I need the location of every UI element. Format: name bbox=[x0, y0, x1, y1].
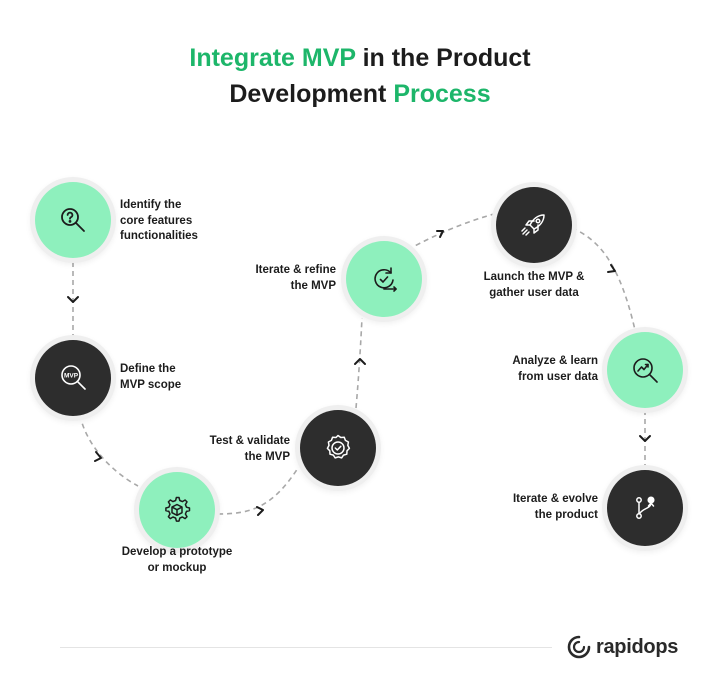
arrow-diag-down bbox=[607, 264, 616, 273]
step-evolve-node bbox=[607, 470, 683, 546]
mvp-magnifier-icon: MVP bbox=[61, 365, 86, 390]
connector-define-prototype bbox=[79, 414, 139, 487]
arrow-down-2 bbox=[639, 435, 651, 442]
step-test-node bbox=[300, 410, 376, 486]
step-prototype-node bbox=[139, 472, 215, 548]
step-launch-node bbox=[496, 187, 572, 263]
git-branch-icon bbox=[636, 496, 655, 519]
step-iterate-refine-node bbox=[346, 241, 422, 317]
connector-refine-launch bbox=[399, 213, 495, 255]
rocket-icon bbox=[521, 214, 545, 236]
check-badge-icon bbox=[326, 434, 351, 459]
gear-cube-icon bbox=[165, 496, 191, 522]
arrow-up-right bbox=[436, 230, 444, 238]
arrow-right bbox=[256, 506, 264, 516]
step-launch-label: Launch the MVP &gather user data bbox=[483, 271, 585, 299]
brand-name: rapidops bbox=[596, 635, 679, 658]
title-highlight: Process bbox=[393, 80, 491, 108]
connector-launch-analyze bbox=[571, 227, 636, 331]
title-highlight: Integrate MVP bbox=[189, 44, 356, 72]
arrow-diag bbox=[94, 451, 102, 462]
connector-prototype-test bbox=[217, 467, 299, 515]
brand-logo: rapidops bbox=[566, 634, 678, 660]
question-magnifier-icon bbox=[61, 208, 85, 232]
arrow-up bbox=[354, 358, 366, 365]
refresh-check-icon bbox=[374, 267, 397, 292]
step-identify-node bbox=[35, 182, 111, 258]
svg-text:MVP: MVP bbox=[64, 373, 79, 380]
step-analyze-node bbox=[607, 332, 683, 408]
title-text: Development bbox=[229, 80, 394, 108]
rapidops-logo-icon bbox=[567, 635, 591, 659]
step-define-node: MVP bbox=[35, 340, 111, 416]
title-text: in the Product bbox=[355, 44, 531, 72]
page-title: Integrate MVP in the Product Development… bbox=[0, 40, 720, 112]
connector-test-refine bbox=[355, 317, 363, 409]
chart-magnifier-icon bbox=[633, 358, 658, 383]
arrow-down bbox=[67, 296, 79, 303]
footer-divider bbox=[60, 647, 552, 648]
